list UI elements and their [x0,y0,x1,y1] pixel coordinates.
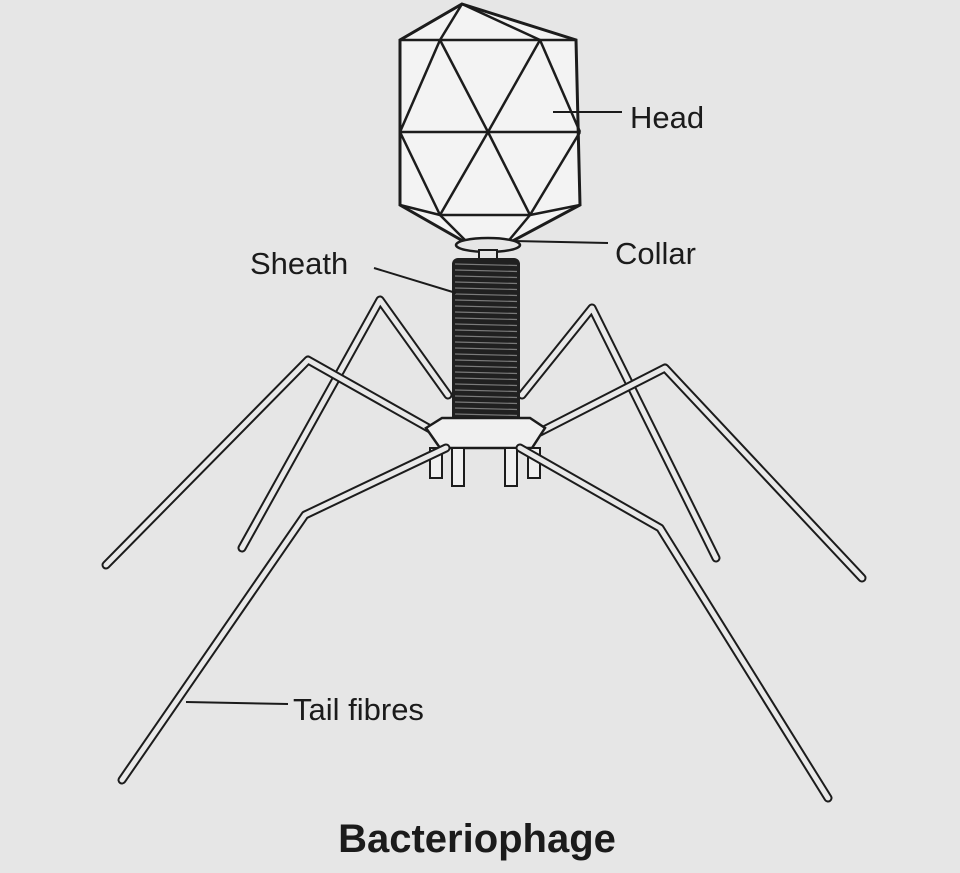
label-head: Head [630,100,704,135]
sheath-ring [454,281,518,285]
diagram-title: Bacteriophage [338,817,616,861]
sheath-ring [454,401,518,405]
head-capsid [398,2,582,247]
label-sheath: Sheath [250,246,348,281]
label-tail-fibres: Tail fibres [293,692,424,727]
sheath-ring [454,305,518,309]
sheath-ring [454,353,518,357]
sheath-ring [454,311,518,315]
sheath-ring [454,347,518,351]
sheath-ring [454,329,518,333]
label-collar: Collar [615,236,696,271]
tail-fibres-back [237,295,721,563]
sheath-ring [454,287,518,291]
sheath-ring [454,365,518,369]
sheath-ring [454,269,518,273]
sheath-ring [454,275,518,279]
sheath-ring [454,377,518,381]
tail-fibres-front [117,443,833,803]
sheath-ring [454,323,518,327]
sheath-ring [454,383,518,387]
sheath-ring [454,407,518,411]
sheath-ring [454,299,518,303]
sheath-ring [454,263,518,267]
sheath-ring [454,389,518,393]
sheath-ring [454,341,518,345]
tail-fibres-leader-line [185,701,289,705]
sheath-ring [454,395,518,399]
sheath-leader-line [373,267,457,294]
sheath-ring [454,413,518,417]
sheath-ring [454,293,518,297]
collar-leader-line [513,240,609,244]
sheath [452,258,520,436]
sheath-ring [454,317,518,321]
sheath-ring [454,335,518,339]
tail-fibres-side [101,355,867,583]
sheath-ring [454,371,518,375]
sheath-ring [454,359,518,363]
